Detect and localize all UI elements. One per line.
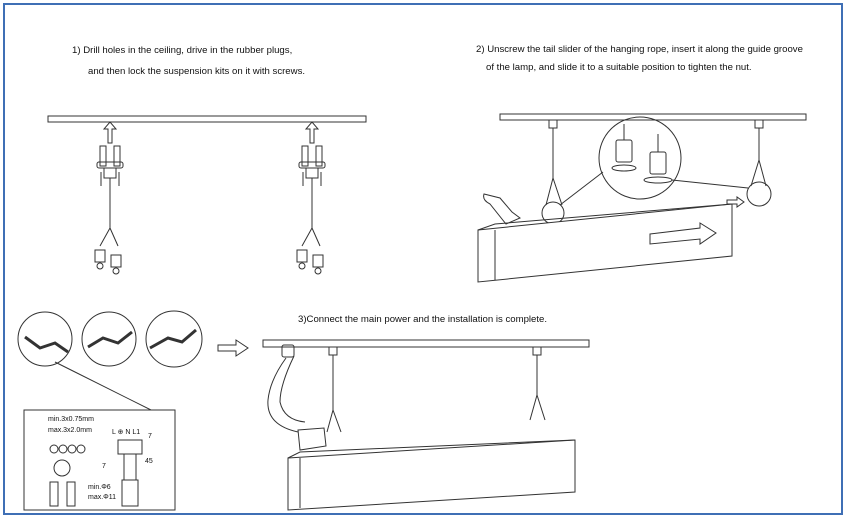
ceiling-bar-step1 (47, 115, 367, 123)
step1-text-line1: 1) Drill holes in the ceiling, drive in … (72, 45, 293, 56)
up-arrow-icon (304, 121, 320, 144)
power-connector (281, 344, 295, 358)
lamp-body (477, 203, 733, 283)
detail-circle (746, 181, 772, 207)
step2-text-line1: 2) Unscrew the tail slider of the hangin… (476, 44, 803, 55)
rubber-plug (315, 145, 323, 167)
step1-text-line2: and then lock the suspension kits on it … (88, 66, 306, 77)
detail-circle (541, 201, 565, 225)
step2-text-line2: of the lamp, and slide it to a suitable … (486, 62, 752, 73)
cable-end (483, 193, 521, 225)
wire-spec-min: min.3x0.75mm (48, 416, 94, 423)
rubber-plug (301, 145, 309, 167)
up-arrow-icon (102, 121, 118, 144)
cable-section-icon (53, 459, 71, 477)
strip-length-top: 7 (148, 433, 152, 440)
strip-length-left: 7 (102, 463, 106, 470)
magnified-detail (598, 116, 682, 200)
cable-diameter-min: min.Φ6 (88, 484, 111, 491)
ceiling-bar-step3 (262, 339, 590, 348)
lamp-body-final (287, 439, 576, 511)
step3-illustration (262, 339, 590, 511)
cable-diameter-max: max.Φ11 (88, 494, 117, 501)
terminal-labels: L ⊕ N L1 (112, 429, 141, 436)
page-frame (3, 3, 843, 515)
wire-spec-max: max.3x2.0mm (48, 427, 92, 434)
step3-text: 3)Connect the main power and the install… (298, 314, 548, 325)
step2-illustration (477, 113, 807, 283)
ceiling-bar-step2 (499, 113, 807, 121)
wiring-details (17, 310, 249, 511)
step1-illustration (47, 115, 367, 275)
power-cable (267, 355, 306, 433)
next-step-arrow-icon (217, 339, 249, 357)
connector-detail-1 (17, 311, 73, 367)
direction-arrow-icon (649, 222, 717, 245)
suspension-kit-left (94, 121, 124, 275)
connector-detail-3 (145, 310, 203, 368)
rubber-plug (99, 145, 107, 167)
strip-length-45: 45 (145, 458, 153, 465)
suspension-kit-right (296, 121, 326, 275)
rubber-plug (113, 145, 121, 167)
wire-spec-panel (23, 409, 176, 511)
connector-detail-2 (81, 311, 137, 367)
